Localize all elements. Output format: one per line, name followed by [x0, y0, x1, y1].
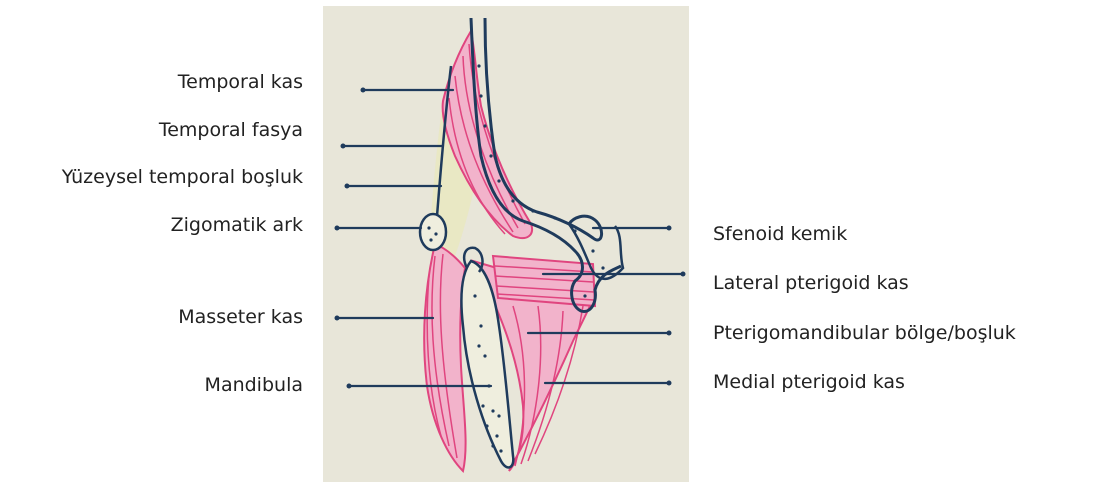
label-mandibula: Mandibula [205, 373, 303, 397]
label-yuzeysel-temporal-bosluk: Yüzeysel temporal boşluk [62, 165, 303, 189]
label-medial-pterigoid-kas: Medial pterigoid kas [713, 370, 905, 394]
label-temporal-fasya: Temporal fasya [159, 118, 303, 142]
anatomy-drawing [323, 6, 689, 482]
zygomatic-arch [420, 214, 446, 250]
label-sfenoid-kemik: Sfenoid kemik [713, 222, 847, 246]
label-zigomatik-ark: Zigomatik ark [171, 213, 303, 237]
label-masseter-kas: Masseter kas [178, 305, 303, 329]
label-pterigomandibular-bolge: Pterigomandibular bölge/boşluk [713, 321, 1016, 345]
label-lateral-pterigoid-kas: Lateral pterigoid kas [713, 271, 909, 295]
label-temporal-kas: Temporal kas [178, 70, 303, 94]
